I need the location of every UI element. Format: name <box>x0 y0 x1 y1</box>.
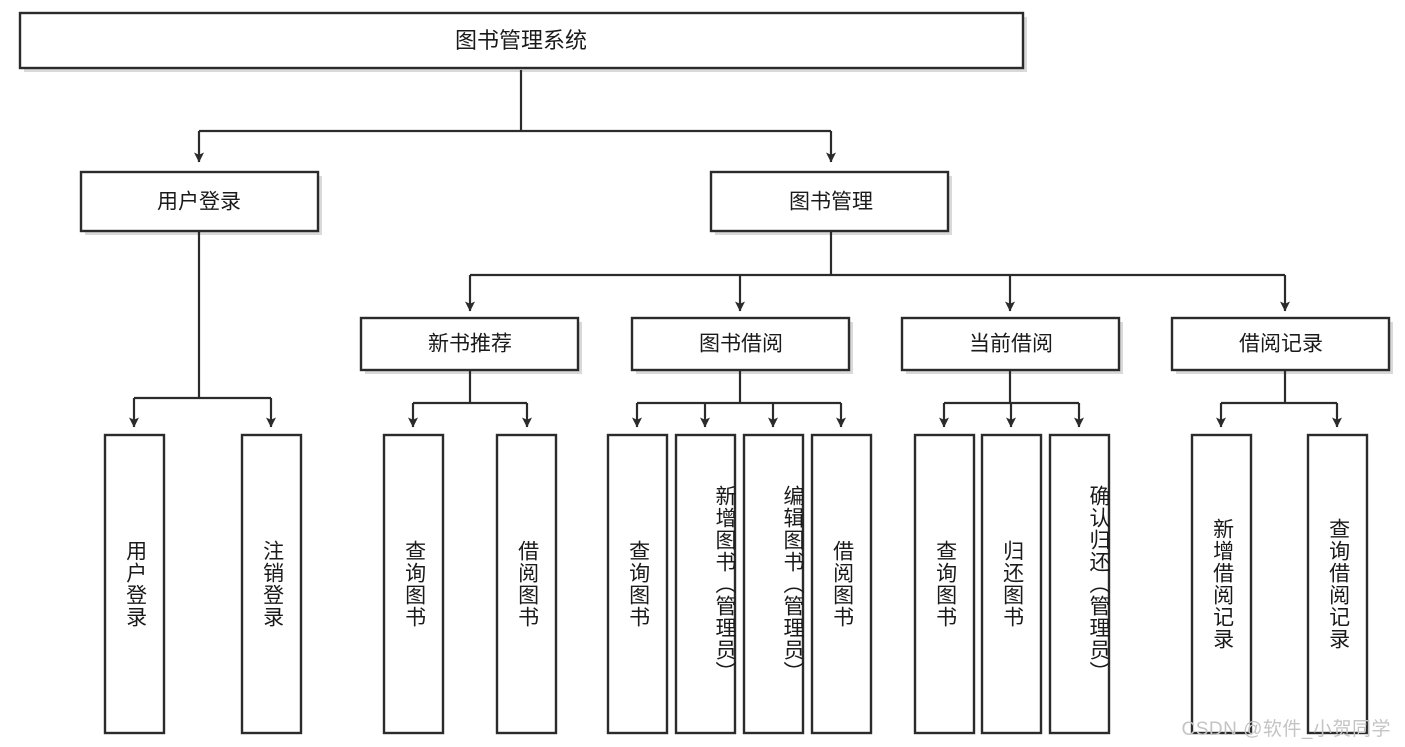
node-current-borrow[interactable]: 当前借阅 <box>900 316 1121 372</box>
edges <box>129 70 1342 428</box>
leaf-box <box>240 433 303 735</box>
csdn-watermark: CSDN @软件_小贺同学 <box>1181 719 1391 740</box>
leaf-box <box>810 433 873 735</box>
node-book-management[interactable]: 图书管理 <box>709 170 950 233</box>
node-borrow-record-label: 借阅记录 <box>1239 333 1323 356</box>
leaf-boxes[interactable] <box>103 433 1369 735</box>
node-book-borrow-label: 图书借阅 <box>699 333 783 356</box>
leaf-box <box>980 433 1043 735</box>
leaf-box <box>103 433 166 735</box>
leaf-box <box>382 433 445 735</box>
leaf-box <box>674 433 737 735</box>
leaf-box <box>913 433 976 735</box>
leaf-box <box>1048 433 1111 735</box>
node-current-borrow-label: 当前借阅 <box>969 333 1053 356</box>
node-new-book-recommend[interactable]: 新书推荐 <box>359 316 580 372</box>
node-book-management-label: 图书管理 <box>789 191 873 214</box>
leaf-box <box>606 433 669 735</box>
node-user-login-label: 用户登录 <box>157 191 241 214</box>
leaf-box <box>1306 433 1369 735</box>
node-user-login[interactable]: 用户登录 <box>79 170 320 233</box>
node-book-borrow[interactable]: 图书借阅 <box>630 316 851 372</box>
node-root-label: 图书管理系统 <box>455 28 587 53</box>
leaf-box <box>1190 433 1253 735</box>
leaf-box <box>495 433 558 735</box>
node-borrow-record[interactable]: 借阅记录 <box>1170 316 1391 372</box>
node-root[interactable]: 图书管理系统 <box>18 11 1025 70</box>
node-new-book-recommend-label: 新书推荐 <box>428 333 512 356</box>
leaf-box <box>742 433 805 735</box>
